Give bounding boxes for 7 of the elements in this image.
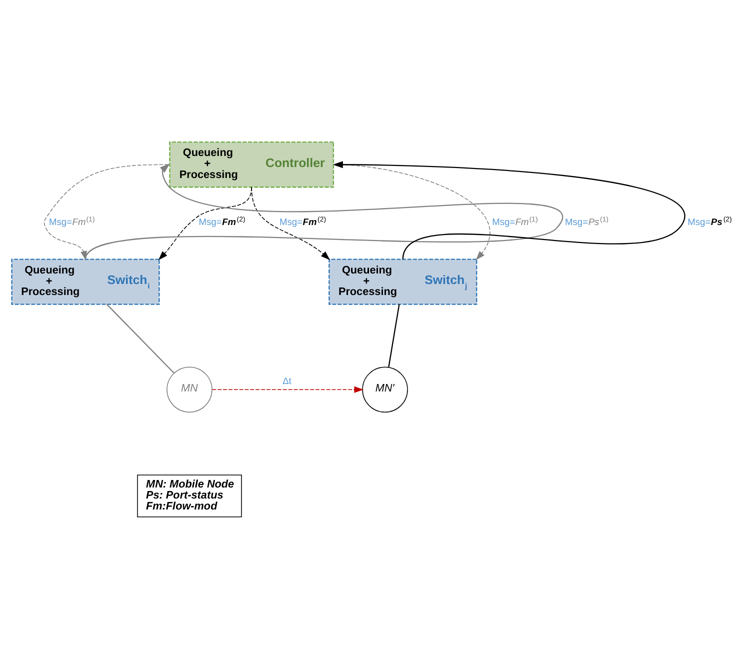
edge-label: Δt [282,376,292,386]
edge-label: Msg=Ps$^{(2)}$ [688,216,732,227]
edge-label: Msg=Fm$^{(1)}$ [49,216,95,227]
edge-label: Msg=Fm$^{(1)}$ [492,216,538,227]
edge-label: Msg=Fm$^{(2)}$ [198,216,246,227]
edge-label: Msg=Ps$^{(1)}$ [565,216,608,227]
edge-label: Msg=Fm$^{(2)}$ [279,216,326,227]
